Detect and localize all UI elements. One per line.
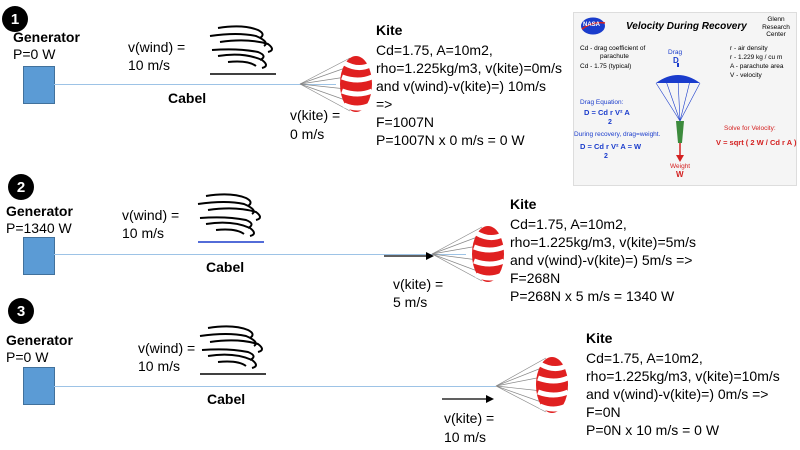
power-value: P=1340 W [6, 220, 72, 236]
kite-line: Cd=1.75, A=10m2, [376, 42, 493, 58]
kite-line: F=0N [586, 404, 621, 420]
center-line: Glenn [767, 16, 785, 23]
wind-label: v(wind) = [128, 39, 186, 55]
kite-title: Kite [510, 196, 537, 212]
weight-label: Weight [670, 163, 691, 170]
kite-line: Cd=1.75, A=10m2, [586, 350, 703, 366]
v-definition: V - velocity [730, 72, 762, 79]
parachute-diagram [655, 63, 701, 162]
velocity-arrow [384, 252, 434, 260]
kite-line: and v(wind)-v(kite)=) 5m/s => [510, 252, 693, 268]
nasa-velocity-inset: NASA Velocity During Recovery Glenn Rese… [573, 12, 797, 186]
wind-speed: 10 m/s [128, 57, 171, 73]
kite-line: rho=1.225kg/m3, v(kite)=10m/s [586, 368, 780, 384]
drag-label: Drag [668, 49, 683, 56]
kite-line: => [376, 96, 393, 112]
nasa-logo-icon [581, 17, 606, 35]
kite-speed: 10 m/s [444, 429, 487, 445]
r-value: r - 1.229 kg / cu m [730, 54, 783, 61]
drag-equation-denominator: 2 [608, 119, 612, 126]
kite-line: F=268N [510, 270, 561, 286]
kite-line: P=0N x 10 m/s = 0 W [586, 422, 720, 438]
wind-icon [199, 325, 266, 375]
cable-line [54, 254, 466, 255]
kite-calculation: Cd=1.75, A=10m2, rho=1.225kg/m3, v(kite)… [376, 41, 562, 149]
kite-line: and v(wind)-v(kite)=) 10m/s [376, 78, 546, 94]
kite-speed: 0 m/s [290, 126, 325, 142]
cable-line [54, 386, 496, 387]
cd-definition: Cd - drag coefficient of [580, 45, 646, 52]
kite-line: and v(wind)-v(kite)=) 0m/s => [586, 386, 769, 402]
wind-icon [197, 193, 264, 243]
wind-speed: 10 m/s [138, 358, 181, 374]
cable-label: Cabel [206, 259, 245, 275]
center-line: Research [762, 23, 790, 31]
kite-parachute [495, 357, 569, 413]
drag-equation-label: Drag Equation: [580, 99, 624, 106]
kite-line: F=1007N [376, 114, 434, 130]
generator-box [23, 237, 55, 275]
scenario-number: 3 [8, 298, 34, 324]
cd-definition-2: parachute [600, 53, 629, 60]
drag-symbol: D [673, 56, 679, 65]
kite-parachute [299, 56, 373, 112]
generator-label: Generator [6, 332, 73, 348]
r-definition: r - air density [730, 45, 768, 52]
solve-label: Solve for Velocity: [724, 125, 776, 132]
weight-symbol: W [676, 170, 684, 179]
kite-line: rho=1.225kg/m3, v(kite)=0m/s [376, 60, 562, 76]
cable-label: Cabel [168, 90, 207, 106]
kite-line: P=1007N x 0 m/s = 0 W [376, 132, 525, 148]
recovery-denominator: 2 [604, 153, 608, 160]
power-value: P=0 W [13, 46, 56, 62]
cd-typical: Cd - 1.75 (typical) [580, 63, 632, 70]
center-name: Glenn Research Center [760, 16, 792, 39]
power-value: P=0 W [6, 349, 49, 365]
kite-calculation: Cd=1.75, A=10m2, rho=1.225kg/m3, v(kite)… [510, 215, 696, 305]
nasa-logo-text: NASA [583, 22, 601, 28]
scenario-number: 2 [8, 174, 34, 200]
inset-title: Velocity During Recovery [626, 21, 747, 32]
a-definition: A - parachute area [730, 63, 784, 70]
scenario-number: 1 [2, 6, 28, 32]
velocity-arrow [442, 395, 494, 403]
kite-speed-label: v(kite) = [444, 410, 495, 426]
wind-speed: 10 m/s [122, 225, 165, 241]
wind-label: v(wind) = [138, 340, 196, 356]
recovery-label: During recovery, drag=weight. [574, 131, 661, 138]
recovery-equation: D = Cd r V² A = W [580, 142, 642, 151]
cable-line [54, 84, 336, 85]
kite-line: Cd=1.75, A=10m2, [510, 216, 627, 232]
kite-speed-label: v(kite) = [290, 107, 341, 123]
kite-line: rho=1.225kg/m3, v(kite)=5m/s [510, 234, 696, 250]
center-line: Center [766, 31, 786, 38]
kite-line: P=268N x 5 m/s = 1340 W [510, 288, 675, 304]
drag-equation: D = Cd r V² A [584, 108, 630, 117]
generator-box [23, 66, 55, 104]
generator-label: Generator [13, 29, 80, 45]
kite-title: Kite [376, 22, 403, 38]
wind-icon [209, 25, 276, 75]
kite-speed: 5 m/s [393, 294, 428, 310]
wind-label: v(wind) = [122, 207, 180, 223]
generator-label: Generator [6, 203, 73, 219]
kite-title: Kite [586, 330, 613, 346]
kite-speed-label: v(kite) = [393, 276, 444, 292]
generator-box [23, 367, 55, 405]
cable-label: Cabel [207, 391, 246, 407]
kite-calculation: Cd=1.75, A=10m2, rho=1.225kg/m3, v(kite)… [586, 349, 780, 439]
solve-equation: V = sqrt ( 2 W / Cd r A ) [716, 138, 797, 147]
kite-parachute [431, 226, 505, 282]
